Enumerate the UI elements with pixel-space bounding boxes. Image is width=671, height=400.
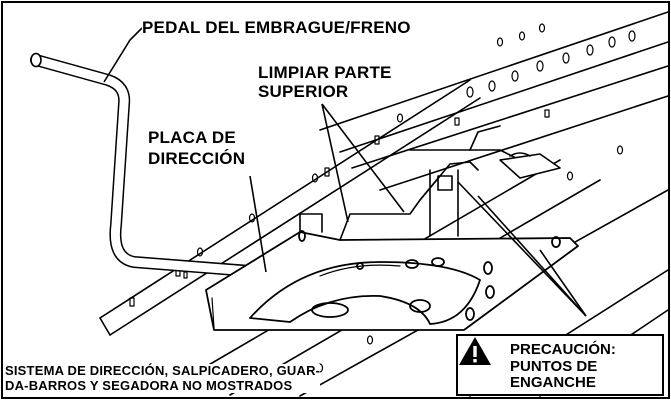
upper-frame-rail (319, 11, 669, 191)
leader-lines (103, 27, 587, 317)
clean-top-label: LIMPIAR PARTE SUPERIOR (258, 63, 392, 101)
caution-callout: PRECAUCIÓN: PUNTOS DE ENGANCHE (456, 334, 664, 396)
not-shown-note: SISTEMA DE DIRECCIÓN, SALPICADERO, GUAR-… (5, 363, 321, 393)
rail-holes (454, 23, 636, 126)
warning-triangle-icon (459, 337, 491, 365)
steering-plate-label: PLACA DE DIRECCIÓN (148, 127, 246, 169)
steering-plate (205, 230, 579, 331)
caution-line-3: ENGANCHE (510, 374, 596, 391)
caution-line-2: PUNTOS DE (510, 357, 598, 375)
caution-title: PRECAUCIÓN: (510, 341, 616, 358)
pedal-label: PEDAL DEL EMBRAGUE/FRENO (142, 18, 411, 37)
pivot-bracket (299, 125, 561, 241)
